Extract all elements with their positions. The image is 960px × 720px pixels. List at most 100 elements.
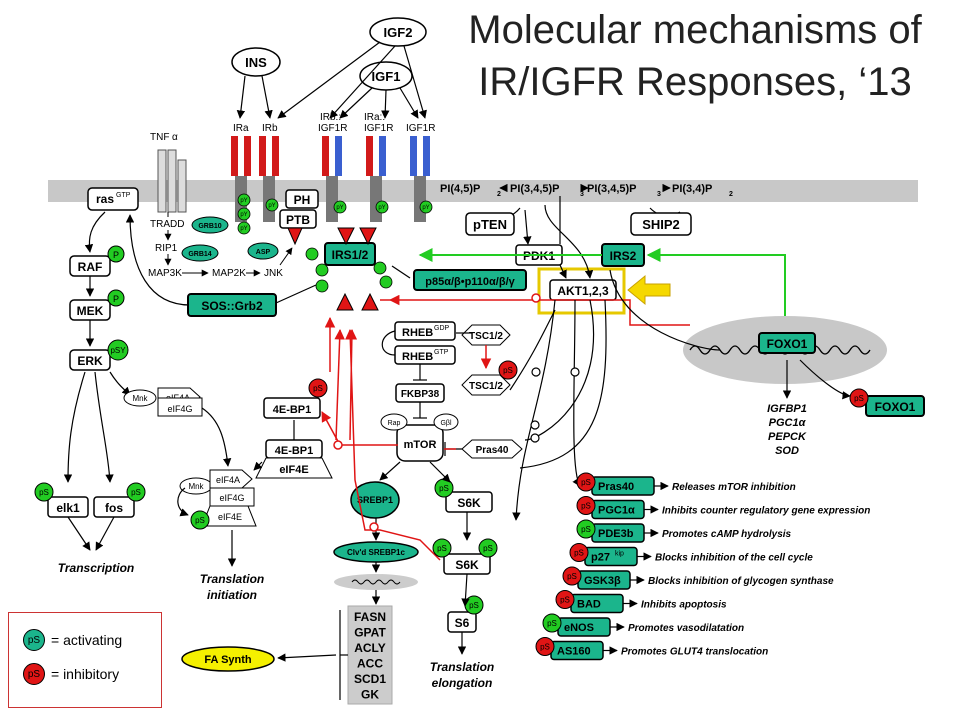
svg-text:MEK: MEK [77,304,104,318]
irs-py-mark [315,263,329,277]
svg-text:P: P [113,294,119,304]
akt-target-sup: kip [615,551,624,558]
akt-target-effect: Blocks inhibition of the cell cycle [655,553,813,564]
node-srebp1: SREBP1 [350,481,400,519]
akt-target-ps-label: pS [581,502,591,511]
akt-target-inhibitory-mark [576,472,596,492]
irs-inhibitory-mark [361,292,379,311]
svg-text:mTOR: mTOR [404,439,437,451]
output-translation-initiation-2: initiation [207,588,257,602]
legend-inhibitory-mark: pS [23,663,45,685]
akt-target-name: Pras40 [598,481,634,493]
svg-text:pS: pS [39,488,49,497]
diagram-title: Molecular mechanisms of IR/IGFR Response… [440,4,950,108]
legend-activating: pS = activating [23,629,122,651]
junction-node [530,433,540,443]
tnf-alpha-label: α [172,132,178,143]
svg-text:ASP: ASP [256,249,271,256]
ligand-igf2: IGF2 [369,17,427,47]
receptor-py-mark [419,200,433,214]
receptor-label-irb-igf1r-2: IGF1R [318,123,347,134]
akt-target-effect: Blocks inhibition of glycogen synthase [648,576,834,587]
akt-target-row: p27 kip pS Blocks inhibition of the cell cy… [569,543,813,567]
output-translation-elongation-2: elongation [432,676,493,690]
akt-target-ps-label: pS [560,596,570,605]
legend-inhibitory-label: = inhibitory [51,666,120,682]
svg-text:AKT1,2,3: AKT1,2,3 [557,284,609,298]
lipid-pi345p3: PI(3,4,5)P [510,183,560,195]
svg-text:Mnk: Mnk [188,482,204,491]
svg-text:eIF4E: eIF4E [218,512,242,522]
irs-inhibitory-mark [287,227,303,246]
svg-text:pY: pY [422,205,429,211]
lipogenic-gene: GK [361,688,379,702]
junction-node [369,522,379,532]
lipogenic-gene: SCD1 [354,672,386,686]
lipid-pi45p2: PI(4,5)P [440,183,480,195]
node-jnk: JNK [264,268,283,279]
svg-text:eIF4G: eIF4G [167,404,192,414]
svg-text:pY: pY [378,205,385,211]
foxo-target-gene: PEPCK [768,431,807,443]
svg-text:S6K: S6K [455,558,479,572]
akt-target-ps-label: pS [581,525,591,534]
svg-text:pSY: pSY [110,346,126,355]
svg-text:GRB14: GRB14 [188,251,211,258]
akt-target-name: eNOS [564,622,594,634]
svg-text:IGF1: IGF1 [372,69,401,84]
svg-text:pS: pS [439,484,449,493]
irs-inhibitory-mark [337,227,355,246]
akt-target-inhibitory-mark [576,496,596,515]
svg-text:pS: pS [195,516,205,525]
node-pten: pTEN [465,212,515,236]
akt-target-ps-label: pS [540,643,550,652]
svg-text:Pras40: Pras40 [476,445,509,456]
svg-text:TSC1/2: TSC1/2 [469,381,503,392]
receptor-py-mark [237,221,251,235]
irs-inhibitory-mark [336,292,354,311]
junction-node [570,367,580,377]
akt-target-effect: Promotes GLUT4 translocation [621,647,768,658]
svg-text:PH: PH [294,193,311,207]
foxo-target-gene: IGFBP1 [767,403,807,415]
svg-text:pS: pS [503,366,513,375]
ligand-igf1: IGF1 [359,61,413,91]
akt-target-name: p27 [591,552,610,564]
akt-target-ps-label: pS [581,478,591,487]
node-akt[interactable]: AKT1,2,3 [537,267,626,315]
node-eif4-complex-top: Mnk eIF4A eIF4G [123,387,203,417]
node-sos-grb2: SOS::Grb2 [187,293,277,317]
svg-text:PTB: PTB [286,213,310,227]
node-ptb: PTB [279,209,317,229]
akt-target-activating-mark [576,519,596,539]
node-rheb-gdp: RHEB GDP [394,321,456,341]
receptor-py-mark [265,198,279,212]
node-grb14 [181,244,219,262]
mek-p-mark [107,289,125,307]
akt-target-ps-label: pS [574,549,584,558]
svg-text:eIF4E: eIF4E [279,464,308,476]
svg-text:eIF4A: eIF4A [216,475,240,485]
node-erk: ERK [69,349,111,371]
irs-py-mark [315,279,329,293]
akt-target-effect: Inhibits apoptosis [641,600,727,611]
svg-text:IRS2: IRS2 [610,249,637,263]
node-4ebp1-phospho: 4E-BP1 pS [263,378,328,419]
svg-text:IRS1/2: IRS1/2 [332,248,369,262]
svg-text:SHIP2: SHIP2 [642,217,680,232]
ligand-ins: INS [231,47,281,77]
svg-text:4E-BP1: 4E-BP1 [275,445,314,457]
akt-target-row: BAD pS Inhibits apoptosis [555,590,727,614]
svg-text:pY: pY [240,226,247,232]
node-p85-p110: p85α/β•p110α/β/γ [413,269,527,291]
akt-highlight-arrow [627,274,671,306]
svg-text:SOS::Grb2: SOS::Grb2 [201,299,263,313]
akt-target-name: BAD [577,599,601,611]
akt-target-name: GSK3β [584,575,621,587]
akt-target-effect: Releases mTOR inhibition [672,482,796,493]
node-mek: MEK [69,299,111,321]
